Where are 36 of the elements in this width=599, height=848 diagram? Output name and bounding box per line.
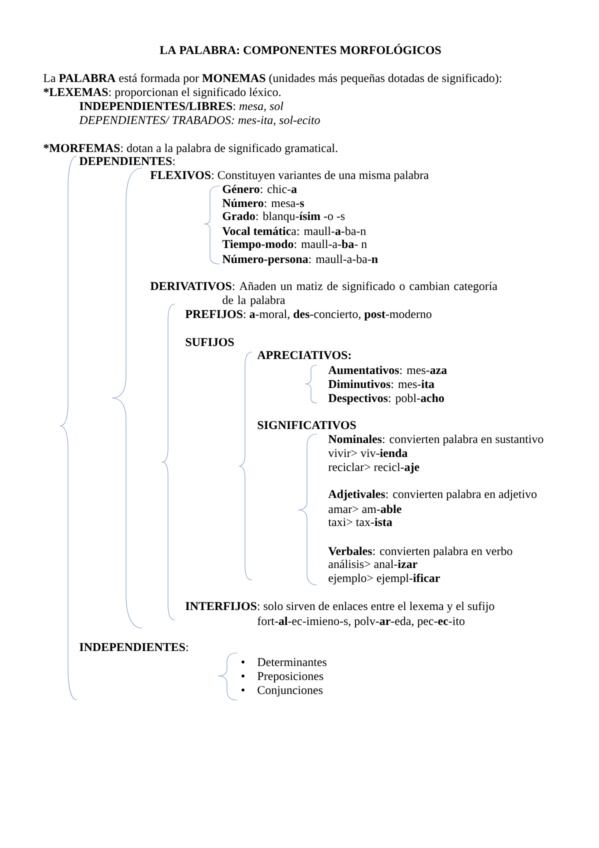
example-text: Grado: blanqu-ísim -o -s (222, 212, 345, 223)
definition-text: INDEPENDIENTES/LIBRES: mesa, sol (80, 102, 284, 112)
definition-text: Verbales: convierten palabra en verbo (328, 546, 512, 558)
example-text: Despectivos: pobl-acho (328, 394, 444, 405)
example-text: PREFIJOS: a-moral, des-concierto, post-moderno (185, 310, 432, 321)
example-text: Número: mesa-s (222, 198, 304, 208)
example-text: reciclar> recicl-aje (328, 462, 420, 474)
example-text: vivir> viv-ienda (328, 448, 408, 458)
list-item: Determinantes (258, 658, 326, 666)
example-text: Género: chic-a (222, 184, 297, 194)
sentence: La PALABRA está formada por MONEMAS (unidades más pequeñas dotadas de significado): (44, 74, 502, 85)
definition-text: Adjetivales: convierten palabra en adjetivo (328, 490, 537, 501)
example-text: análisis> anal-izar (328, 560, 418, 568)
list-item: Preposiciones (258, 672, 324, 683)
example-text: Vocal temática: maull-a-ba-n (222, 226, 366, 236)
example-text: Diminutivos: mes-ita (328, 380, 434, 388)
example-text: amar> am-able (328, 504, 402, 514)
definition-text: Nominales: convierten palabra en sustantivo (328, 434, 544, 446)
title: LA PALABRA: COMPONENTES MORFOLÓGICOS (160, 44, 441, 54)
example-text: taxi> tax-ista (328, 518, 392, 526)
example-text: fort-al-ec-imieno-s, polv-ar-eda, pec-ec-ito (258, 616, 465, 628)
example-text: Tiempo-modo: maull-a-ba- n (222, 240, 367, 251)
definition-text: DEPENDIENTES/ TRABADOS: mes-ita, sol-ecito (79, 116, 320, 126)
category-heading: SIGNIFICATIVOS (258, 421, 356, 430)
example-text: Número-persona: maull-a-ba-n (222, 254, 378, 266)
definition-text: *LEXEMAS: proporcionan el significado léxico. (44, 88, 280, 99)
example-text: ejemplo> ejempl-ificar (328, 574, 440, 585)
example-text: Aumentativos: mes-aza (328, 366, 447, 374)
category-heading: APRECIATIVOS: (257, 351, 351, 360)
category-heading: SUFIJOS (186, 338, 234, 346)
definition-text: FLEXIVOS: Constituyen variantes de una misma palabra (150, 170, 429, 182)
definition-text: INTERFIJOS: solo sirven de enlaces entre el lexema y el sufijo (186, 602, 494, 613)
category-heading: INDEPENDIENTES: (80, 643, 188, 652)
category-heading: DEPENDIENTES: (79, 157, 175, 166)
definition-text: *MORFEMAS: dotan a la palabra de significado gramatical. (44, 144, 338, 155)
list-item: Conjunciones (258, 686, 323, 697)
